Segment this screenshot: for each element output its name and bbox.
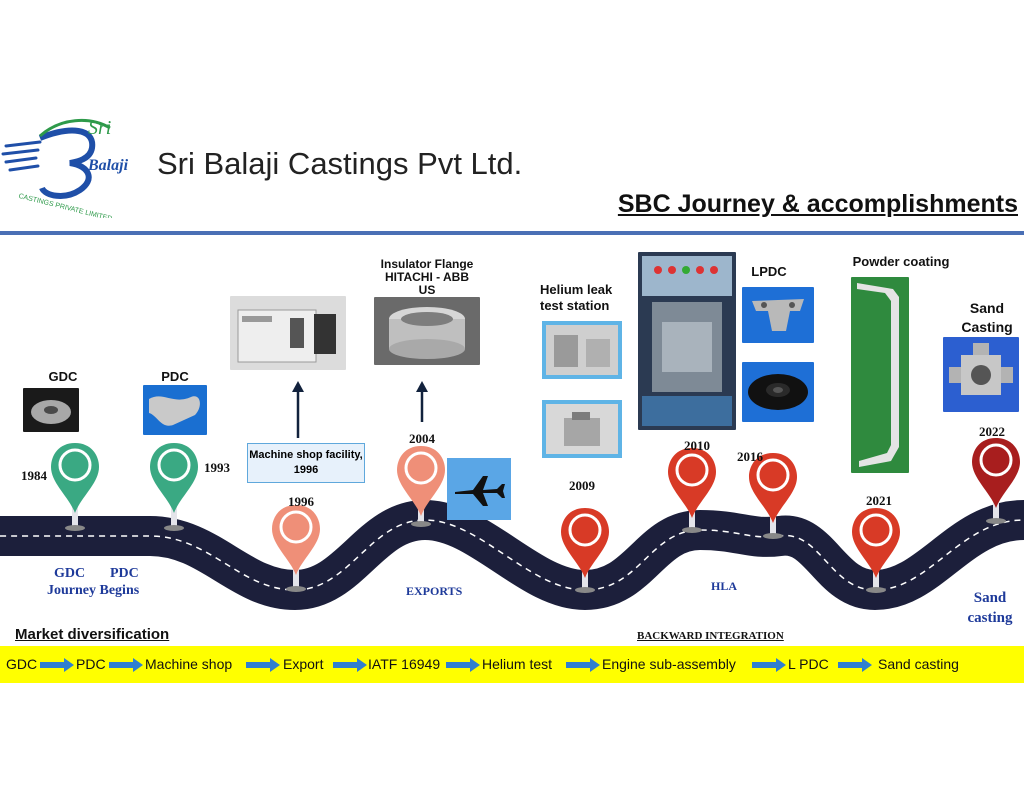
flow-step-lpdc: L PDC	[788, 656, 829, 672]
flow-step-machine-shop: Machine shop	[145, 656, 233, 672]
powder-coating-photo	[851, 277, 909, 473]
insulator-flange-label: Insulator Flange HITACHI - ABB US	[371, 258, 483, 297]
right-arrow-icon	[566, 658, 600, 672]
flow-step-pdc: PDC	[76, 656, 106, 672]
year-2022: 2022	[979, 424, 1005, 439]
helium-station-photo-1	[542, 321, 622, 379]
header-divider	[0, 231, 1024, 235]
logo-b-mark	[38, 127, 96, 199]
logo-script-bottom: Balaji	[87, 157, 129, 174]
year-2021: 2021	[866, 493, 892, 508]
gdc-label: GDC	[48, 369, 78, 384]
logo-speed-lines	[1, 140, 42, 172]
lpdc-part-photo-2	[742, 362, 814, 422]
machine-shop-label: Machine shop facility, 1996	[247, 443, 365, 483]
airplane-icon	[447, 458, 511, 520]
sand-casting-line1: Sand	[969, 300, 1005, 316]
year-2004: 2004	[409, 431, 435, 446]
road-center-line	[0, 519, 1024, 591]
market-diversification-caption: Market diversification	[15, 626, 170, 643]
sand-casting-label: Sand Casting	[955, 299, 1019, 337]
map-pin-icon	[272, 505, 320, 592]
backward-integration-caption: BACKWARD INTEGRATION	[637, 630, 784, 642]
map-pin-icon	[397, 446, 445, 527]
machine-shop-photo	[230, 296, 346, 370]
pdc-note: PDC	[110, 566, 139, 581]
flow-step-engine-sub-assembly: Engine sub-assembly	[602, 656, 736, 672]
up-arrow-icon	[416, 381, 428, 422]
hla-note: HLA	[711, 579, 738, 593]
flow-step-helium-test: Helium test	[482, 656, 553, 672]
sand-casting-note: Sand casting	[960, 588, 1020, 628]
map-pin-icon	[51, 443, 99, 531]
year-1984: 1984	[21, 468, 47, 483]
flow-step-sand-casting: Sand casting	[878, 656, 959, 672]
logo-script-top: Sri	[88, 117, 111, 139]
right-arrow-icon	[838, 658, 872, 672]
sand-casting-line2: Casting	[961, 319, 1013, 335]
journey-begins-note: Journey Begins	[47, 583, 140, 598]
year-1993: 1993	[204, 460, 230, 475]
year-2016: 2016	[737, 449, 763, 464]
right-arrow-icon	[752, 658, 786, 672]
logo-swoosh	[38, 118, 111, 138]
map-pin-icon	[852, 508, 900, 593]
up-arrow-icon	[292, 381, 304, 438]
gdc-note: GDC	[54, 566, 86, 581]
helium-station-photo-2	[542, 400, 622, 458]
lpdc-part-photo-1	[742, 287, 814, 343]
powder-coating-label: Powder coating	[852, 254, 950, 269]
helium-leak-line2: test station	[540, 298, 610, 313]
lpdc-label: LPDC	[751, 264, 787, 279]
flow-step-export: Export	[283, 656, 324, 672]
flow-step-iatf: IATF 16949	[368, 656, 441, 672]
right-arrow-icon	[40, 658, 74, 672]
sand-casting-note-line1: Sand	[973, 590, 1007, 606]
right-arrow-icon	[333, 658, 367, 672]
insulator-flange-line2: HITACHI - ABB	[385, 270, 469, 284]
helium-leak-line1: Helium leak	[540, 282, 613, 297]
map-pin-icon	[972, 438, 1020, 524]
year-2009: 2009	[569, 478, 595, 493]
map-pin-icon	[749, 453, 797, 539]
map-pin-icon	[561, 508, 609, 593]
company-name: Sri Balaji Castings Pvt Ltd.	[157, 146, 523, 181]
right-arrow-icon	[109, 658, 143, 672]
pdc-label: PDC	[161, 369, 189, 384]
engine-assembly-photo	[638, 252, 736, 430]
right-arrow-icon	[246, 658, 280, 672]
right-arrow-icon	[446, 658, 480, 672]
gdc-casting-photo	[23, 388, 79, 432]
page-subtitle: SBC Journey & accomplishments	[617, 190, 1018, 218]
insulator-flange-line3: US	[418, 283, 436, 297]
exports-note: EXPORTS	[406, 584, 463, 598]
flow-step-gdc: GDC	[6, 656, 38, 672]
year-1996: 1996	[288, 494, 314, 509]
insulator-flange-line1: Insulator Flange	[380, 257, 474, 271]
pdc-casting-photo	[143, 385, 207, 435]
map-pin-icon	[668, 448, 716, 533]
map-pin-icon	[150, 443, 198, 531]
sand-casting-photo	[943, 337, 1019, 412]
company-logo: Sri Balaji CASTINGS PRIVATE LIMITED	[1, 117, 129, 218]
insulator-flange-photo	[374, 297, 480, 365]
sand-casting-note-line2: casting	[967, 610, 1013, 626]
year-2010: 2010	[684, 438, 710, 453]
helium-leak-label: Helium leak test station	[540, 282, 618, 314]
